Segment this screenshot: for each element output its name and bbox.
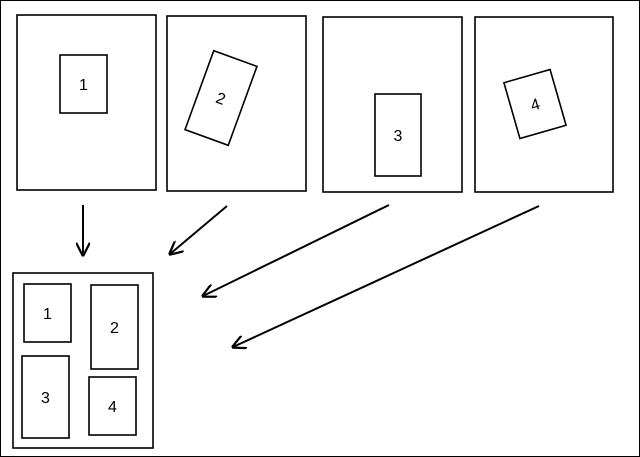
source-page-1: 1 (16, 14, 157, 191)
combined-page: 1 2 3 4 (12, 272, 154, 449)
combined-card-1-label: 1 (43, 306, 52, 323)
arrow-from-page-2 (170, 205, 228, 254)
source-page-1-label: 1 (79, 77, 88, 94)
source-page-3-card (374, 93, 422, 177)
combined-card-4 (88, 376, 137, 436)
source-page-3: 3 (322, 16, 463, 193)
source-page-1-card (59, 54, 108, 114)
combined-card-1 (23, 283, 72, 343)
combined-card-2 (90, 284, 139, 370)
source-page-4: 4 (474, 16, 614, 193)
arrow-from-page-4 (233, 205, 540, 347)
source-page-1-frame (16, 14, 157, 191)
source-page-3-label: 3 (394, 128, 403, 145)
source-page-2-card (183, 49, 259, 147)
combined-card-2-label: 2 (110, 320, 119, 337)
arrow-from-page-3 (203, 204, 390, 296)
source-page-4-card (502, 68, 568, 140)
source-page-2: 2 (166, 15, 307, 192)
combined-card-3-label: 3 (41, 390, 50, 407)
combined-card-3 (21, 355, 70, 439)
combined-card-4-label: 4 (108, 399, 117, 416)
